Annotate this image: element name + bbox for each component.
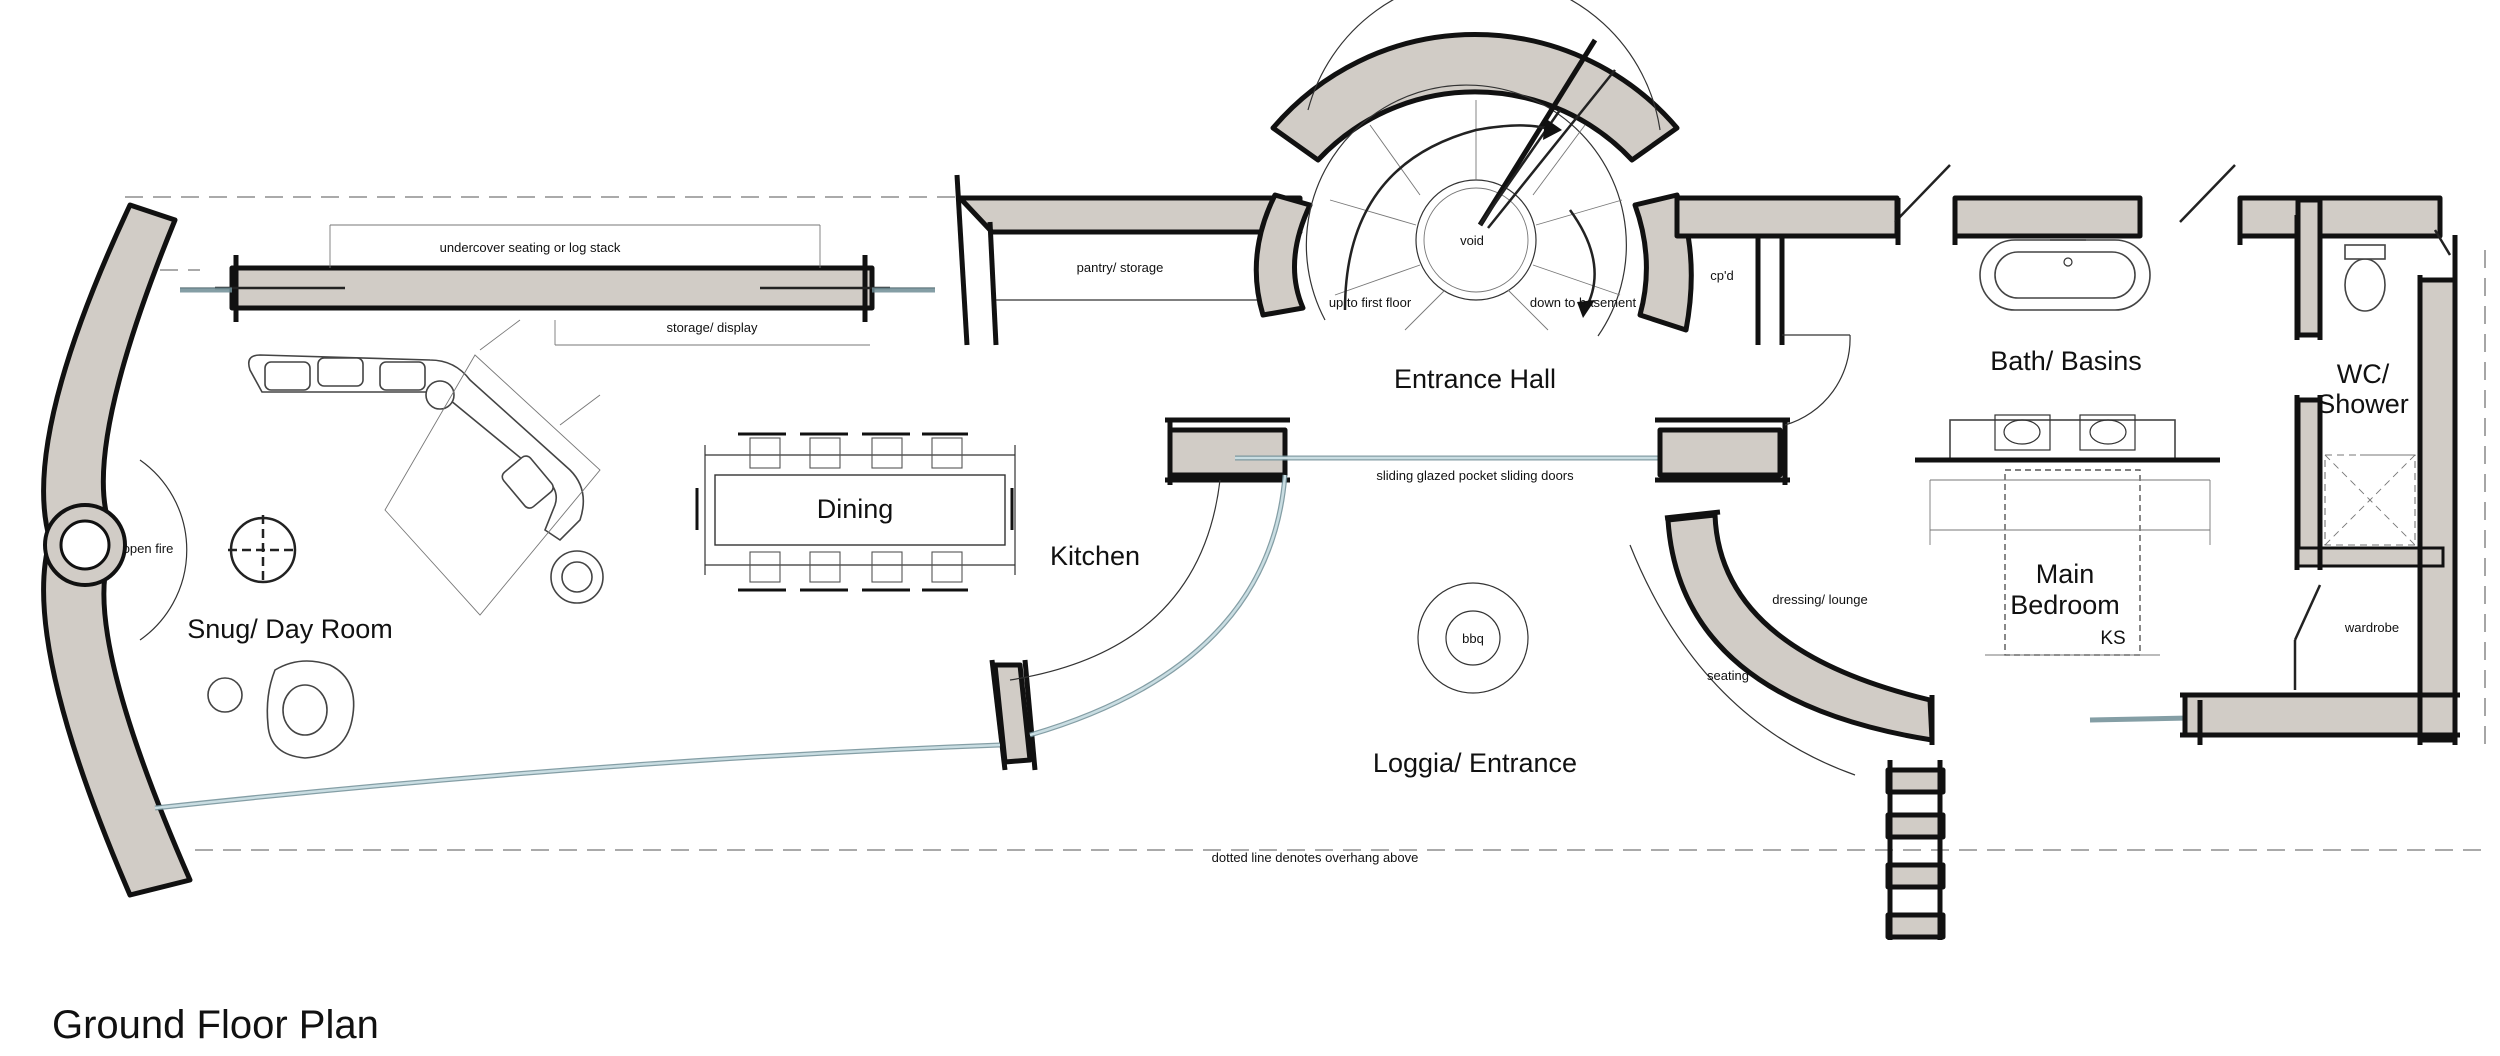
room-label-snug: Snug/ Day Room bbox=[187, 614, 393, 644]
north-east-walls bbox=[1674, 164, 2443, 426]
stair-tower bbox=[1253, 0, 1694, 337]
room-label-loggia: Loggia/ Entrance bbox=[1373, 748, 1577, 778]
room-label-bedroom-line2: Bedroom bbox=[2010, 590, 2120, 620]
note-open-fire: open fire bbox=[123, 541, 174, 556]
room-label-bedroom-line1: Main bbox=[2036, 559, 2095, 589]
snug-armchair bbox=[207, 660, 355, 759]
note-seating: seating bbox=[1707, 668, 1749, 683]
room-label-entrance-hall: Entrance Hall bbox=[1394, 364, 1556, 394]
note-sliding-doors: sliding glazed pocket sliding doors bbox=[1376, 468, 1574, 483]
loggia-steps bbox=[1885, 760, 1946, 940]
note-undercover-seating: undercover seating or log stack bbox=[440, 240, 621, 255]
room-label-bath: Bath/ Basins bbox=[1990, 346, 2142, 376]
note-wardrobe: wardrobe bbox=[2344, 620, 2399, 635]
room-label-bed-size: KS bbox=[2100, 628, 2125, 649]
snug-sofa bbox=[247, 319, 604, 616]
vanity-basins bbox=[1915, 414, 2220, 463]
dining-table bbox=[695, 432, 1016, 592]
note-stair-up: up to first floor bbox=[1329, 295, 1412, 310]
note-void: void bbox=[1460, 233, 1484, 248]
note-cupboard: cp'd bbox=[1710, 268, 1733, 283]
west-curved-wall bbox=[41, 202, 193, 898]
dressing-curved-wall bbox=[1664, 509, 1935, 745]
note-overhang: dotted line denotes overhang above bbox=[1212, 850, 1419, 865]
bbq-icon bbox=[1417, 582, 1529, 694]
room-label-kitchen: Kitchen bbox=[1050, 541, 1140, 571]
note-dressing-lounge: dressing/ lounge bbox=[1772, 592, 1867, 607]
hall-partition-east bbox=[1629, 417, 1856, 776]
note-storage-display: storage/ display bbox=[666, 320, 758, 335]
wc-shower-walls bbox=[2180, 197, 2460, 745]
snug-coffee-table bbox=[228, 515, 298, 585]
note-stair-down: down to basement bbox=[1530, 295, 1637, 310]
room-label-wc-line2: Shower bbox=[2317, 389, 2409, 419]
note-bbq: bbq bbox=[1462, 631, 1484, 646]
overhang-outline bbox=[125, 196, 2490, 851]
note-pantry: pantry/ storage bbox=[1077, 260, 1164, 275]
fireplace-icon bbox=[59, 519, 111, 571]
room-label-wc-line1: WC/ bbox=[2337, 359, 2390, 389]
bathtub bbox=[1979, 239, 2151, 311]
plan-title: Ground Floor Plan bbox=[52, 1003, 379, 1047]
kitchen-partition bbox=[989, 417, 1290, 771]
room-label-dining: Dining bbox=[817, 494, 894, 524]
bedroom-bed bbox=[1929, 469, 2211, 656]
